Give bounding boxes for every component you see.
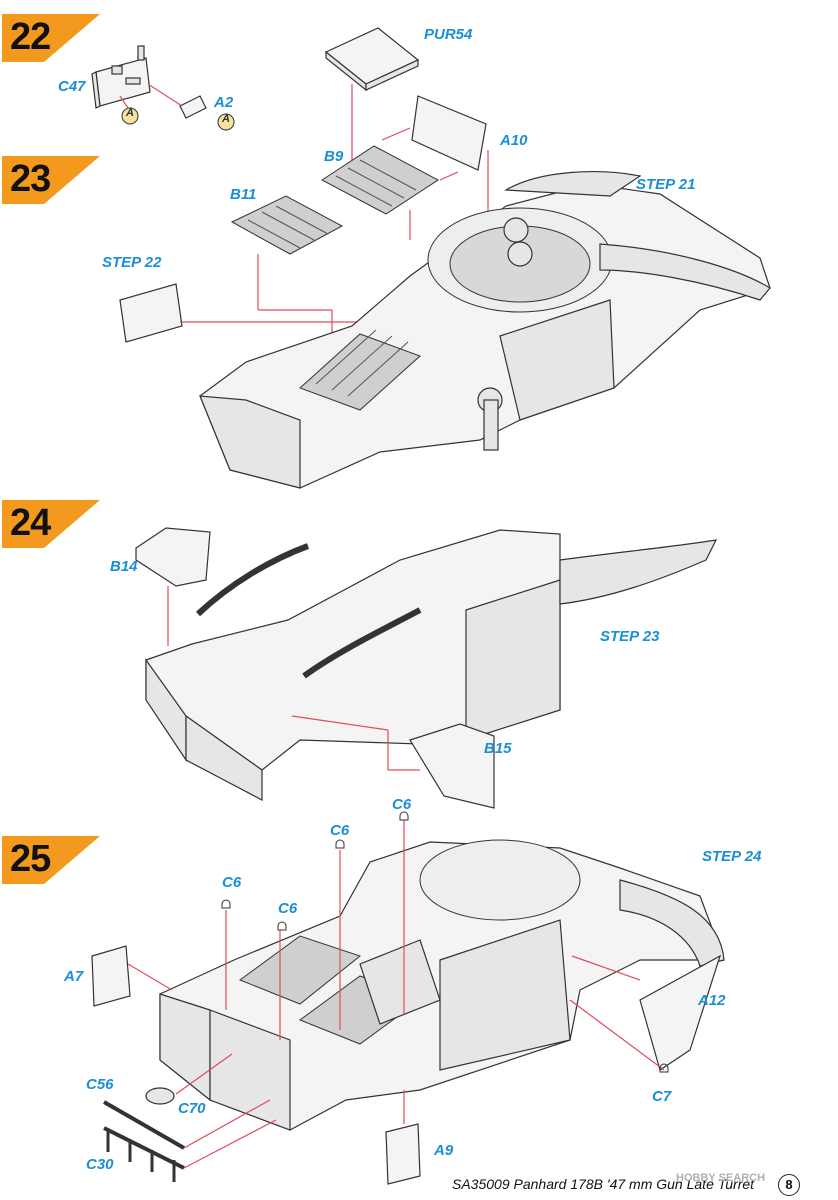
label-b14: B14 xyxy=(110,558,138,575)
step22-illustration xyxy=(91,45,235,131)
label-a7: A7 xyxy=(64,968,84,985)
page-number: 8 xyxy=(778,1174,800,1196)
label-c6-left: C6 xyxy=(222,874,242,891)
step-22-badge: 22 xyxy=(2,14,100,62)
label-step23-ref: STEP 23 xyxy=(600,628,660,645)
label-c7: C7 xyxy=(652,1088,672,1105)
label-c47: C47 xyxy=(58,78,86,95)
step-number: 24 xyxy=(10,502,51,544)
step-23-badge: 23 xyxy=(2,156,100,204)
step-number: 23 xyxy=(10,158,51,200)
step24-illustration xyxy=(135,527,718,809)
step-badge-shape xyxy=(2,836,100,884)
label-a9: A9 xyxy=(434,1142,454,1159)
label-a12: A12 xyxy=(698,992,726,1009)
label-b15: B15 xyxy=(484,740,512,757)
callout-a-1: A xyxy=(126,107,134,119)
label-step24-ref: STEP 24 xyxy=(702,848,762,865)
label-pur54: PUR54 xyxy=(424,26,473,43)
label-b9: B9 xyxy=(324,148,344,165)
label-c6-mid: C6 xyxy=(278,900,298,917)
step23-illustration xyxy=(119,27,771,489)
label-step22-ref: STEP 22 xyxy=(102,254,162,271)
step-number: 25 xyxy=(10,838,51,880)
callout-a-2: A xyxy=(222,113,230,125)
step-badge-shape xyxy=(2,14,100,62)
step-badge-shape xyxy=(2,500,100,548)
label-a10: A10 xyxy=(500,132,528,149)
label-c6-center: C6 xyxy=(330,822,350,839)
step-badge-shape xyxy=(2,156,100,204)
step-25-badge: 25 xyxy=(2,836,100,884)
label-step21-ref: STEP 21 xyxy=(636,176,696,193)
label-c6-right: C6 xyxy=(392,796,412,813)
label-a2: A2 xyxy=(214,94,234,111)
step-number: 22 xyxy=(10,16,51,58)
watermark-logo: HOBBY SEARCH xyxy=(676,1172,766,1184)
step-24-badge: 24 xyxy=(2,500,100,548)
footer-title: SA35009 Panhard 178B '47 mm Gun Late Tur… xyxy=(452,1176,755,1192)
label-b11: B11 xyxy=(230,186,257,203)
label-c30: C30 xyxy=(86,1156,114,1173)
step25-illustration xyxy=(91,811,725,1185)
label-c70: C70 xyxy=(178,1100,206,1117)
label-c56: C56 xyxy=(86,1076,114,1093)
